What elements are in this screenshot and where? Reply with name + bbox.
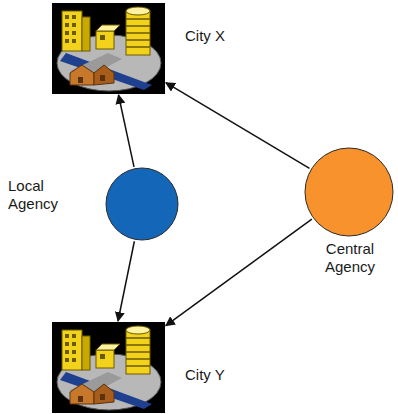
circle-fill — [305, 148, 393, 236]
node-label: City Y — [185, 366, 255, 384]
node-label: Central Agency — [314, 240, 386, 276]
city-node: City Y — [52, 322, 165, 413]
node-label: Local Agency — [8, 177, 70, 213]
circle-outline — [105, 167, 179, 241]
node-label: City X — [185, 27, 255, 45]
city-node: City X — [52, 3, 165, 94]
agency-circle: Local Agency — [105, 167, 179, 241]
arrow-connector — [118, 241, 134, 321]
circle-fill — [106, 168, 178, 240]
circle-outline — [304, 147, 394, 237]
arrow-connector — [119, 95, 134, 167]
arrow-connector — [166, 219, 312, 326]
agency-circle: Central Agency — [304, 147, 394, 237]
arrow-connector — [166, 83, 310, 169]
